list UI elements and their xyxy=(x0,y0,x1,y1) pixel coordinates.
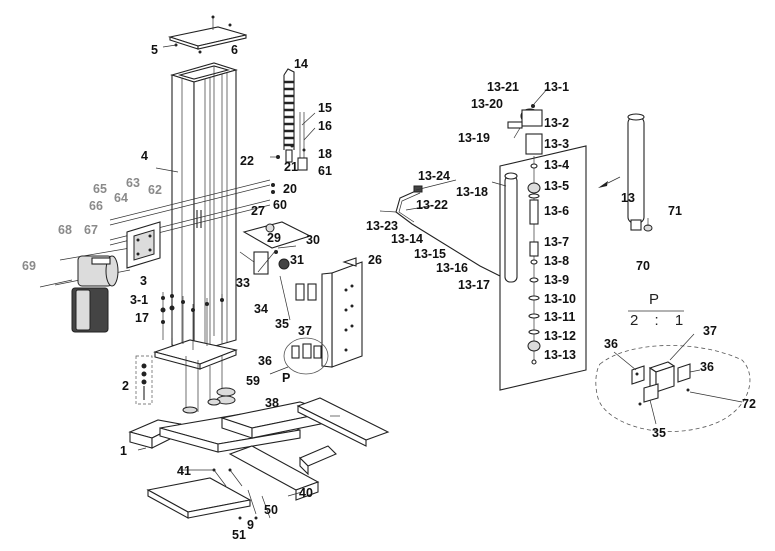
bracket-plate xyxy=(321,257,363,368)
part-label-27: 27 xyxy=(251,204,265,218)
cylinder-assembled xyxy=(598,113,653,232)
part-label-38: 38 xyxy=(265,396,279,410)
anchor-stack-2 xyxy=(135,355,153,405)
part-label-67: 67 xyxy=(84,223,98,237)
part-label-30: 30 xyxy=(306,233,320,247)
part-label-50: 50 xyxy=(264,503,278,517)
detail-circle-p xyxy=(269,337,329,375)
part-label-13-20: 13-20 xyxy=(471,97,503,111)
part-label-13-3: 13-3 xyxy=(544,137,570,151)
part-label-33: 33 xyxy=(236,276,250,290)
part-label-4: 4 xyxy=(141,149,148,163)
part-label-41: 41 xyxy=(177,464,191,478)
part-label-71: 71 xyxy=(668,204,682,218)
part-label-40: 40 xyxy=(299,486,313,500)
part-label-31: 31 xyxy=(290,253,304,267)
part-label-13-16: 13-16 xyxy=(436,261,468,275)
part-label-66: 66 xyxy=(89,199,103,213)
part-label-13-2: 13-2 xyxy=(544,116,570,130)
part-label-68: 68 xyxy=(58,223,72,237)
part-label-21: 21 xyxy=(284,160,298,174)
part-label-13-10: 13-10 xyxy=(544,292,576,306)
part-label-69: 69 xyxy=(22,259,36,273)
part-label-60: 60 xyxy=(273,198,287,212)
part-label-3: 3 xyxy=(140,274,147,288)
part-label-13-11: 13-11 xyxy=(544,310,576,324)
base-assembly xyxy=(128,397,390,520)
part-label-65: 65 xyxy=(93,182,107,196)
top-cap-plate xyxy=(162,15,247,54)
part-label-13-4: 13-4 xyxy=(544,158,570,172)
part-label-17: 17 xyxy=(135,311,149,325)
detail-label-37: 37 xyxy=(703,324,717,338)
chain-assembly xyxy=(270,68,316,194)
part-label-18: 18 xyxy=(318,147,332,161)
part-label-22: 22 xyxy=(240,154,254,168)
detail-title: P xyxy=(649,291,660,308)
part-label-61: 61 xyxy=(318,164,332,178)
part-label-14: 14 xyxy=(294,57,308,71)
part-label-13-24: 13-24 xyxy=(418,169,450,183)
part-label-2: 2 xyxy=(122,379,129,393)
part-label-13-14: 13-14 xyxy=(391,232,423,246)
part-label-13-9: 13-9 xyxy=(544,273,570,287)
part-label-13-1: 13-1 xyxy=(544,80,570,94)
part-label-13-5: 13-5 xyxy=(544,179,570,193)
part-label-3-1: 3-1 xyxy=(130,293,149,307)
motor-assembly xyxy=(39,221,161,333)
detail-label-35: 35 xyxy=(652,426,666,440)
part-label-13-7: 13-7 xyxy=(544,235,570,249)
part-label-59: 59 xyxy=(246,374,260,388)
detail-label-36-right: 36 xyxy=(700,360,714,374)
part-label-26: 26 xyxy=(368,253,382,267)
part-label-37: 37 xyxy=(298,324,312,338)
hydraulic-hose xyxy=(379,185,501,277)
part-label-36: 36 xyxy=(258,354,272,368)
part-label-70: 70 xyxy=(636,259,650,273)
detail-scale: 2 : 1 xyxy=(630,312,690,329)
part-label-13: 13 xyxy=(621,191,635,205)
part-label-16: 16 xyxy=(318,119,332,133)
part-label-35: 35 xyxy=(275,317,289,331)
part-label-13-18: 13-18 xyxy=(456,185,488,199)
washers-59 xyxy=(182,387,236,414)
part-label-20: 20 xyxy=(283,182,297,196)
part-label-13-17: 13-17 xyxy=(458,278,490,292)
part-label-51: 51 xyxy=(232,528,246,542)
part-label-P: P xyxy=(282,371,291,385)
detail-label-36-left: 36 xyxy=(604,337,618,351)
detail-label-72: 72 xyxy=(742,397,756,411)
part-label-29: 29 xyxy=(267,231,281,245)
part-label-64: 64 xyxy=(114,191,128,205)
anchor-bolts xyxy=(160,290,224,412)
part-label-13-13: 13-13 xyxy=(544,348,576,362)
part-label-13-8: 13-8 xyxy=(544,254,570,268)
part-label-34: 34 xyxy=(254,302,268,316)
part-label-63: 63 xyxy=(126,176,140,190)
lock-assembly xyxy=(239,221,317,321)
part-label-9: 9 xyxy=(247,518,254,532)
part-label-5: 5 xyxy=(151,43,158,57)
part-label-13-23: 13-23 xyxy=(366,219,398,233)
part-label-13-21: 13-21 xyxy=(487,80,519,94)
part-label-13-19: 13-19 xyxy=(458,131,490,145)
part-label-62: 62 xyxy=(148,183,162,197)
part-label-6: 6 xyxy=(231,43,238,57)
part-label-1: 1 xyxy=(120,444,127,458)
part-label-13-22: 13-22 xyxy=(416,198,448,212)
detail-p-view xyxy=(595,310,751,432)
leader-lines xyxy=(137,87,549,497)
cylinder-exploded xyxy=(499,104,587,391)
part-label-13-12: 13-12 xyxy=(544,329,576,343)
part-label-15: 15 xyxy=(318,101,332,115)
main-column xyxy=(153,62,238,370)
part-label-13-6: 13-6 xyxy=(544,204,570,218)
part-label-13-15: 13-15 xyxy=(414,247,446,261)
